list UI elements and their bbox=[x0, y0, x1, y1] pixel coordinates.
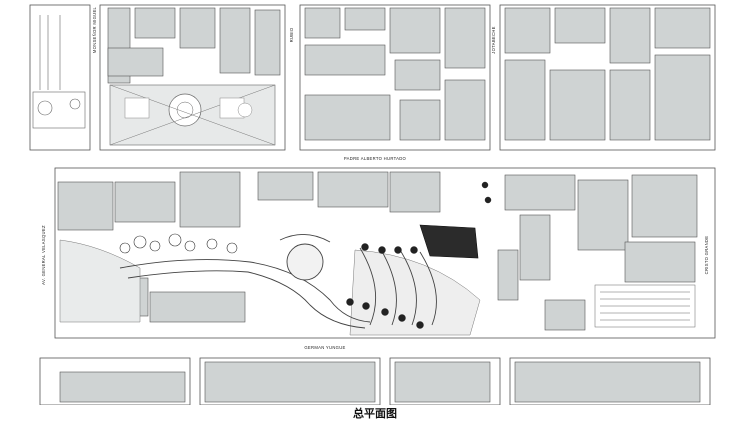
hatched-grounds bbox=[59, 239, 481, 336]
trees bbox=[119, 233, 238, 254]
site-plan-drawing: PADRE ALBERTO HURTADO GERMAN YUNGUE AV. … bbox=[29, 4, 716, 405]
street-label-col-3: JOTABECHE bbox=[491, 26, 496, 54]
street-label-bottom: GERMAN YUNGUE bbox=[304, 345, 345, 350]
street-label-right: CRISTO GRANDE bbox=[704, 236, 709, 275]
public-square bbox=[109, 84, 276, 146]
curved-promenade bbox=[119, 259, 371, 329]
street-label-col-1: MONSEÑOR MIGUEL bbox=[92, 6, 97, 53]
parking-area bbox=[594, 284, 696, 328]
street-label-col-2: RUBIO bbox=[289, 27, 294, 42]
street-label-top: PADRE ALBERTO HURTADO bbox=[344, 156, 407, 161]
buildings bbox=[57, 7, 711, 403]
street-grid bbox=[29, 4, 716, 405]
plaza-top-left bbox=[32, 15, 86, 129]
street-label-left: AV. GENERAL VELASQUEZ bbox=[41, 225, 46, 285]
amphitheater bbox=[279, 234, 437, 326]
figure-caption: 总平面图 bbox=[353, 407, 397, 420]
dark-trees bbox=[346, 181, 492, 329]
museum-building bbox=[419, 224, 479, 259]
